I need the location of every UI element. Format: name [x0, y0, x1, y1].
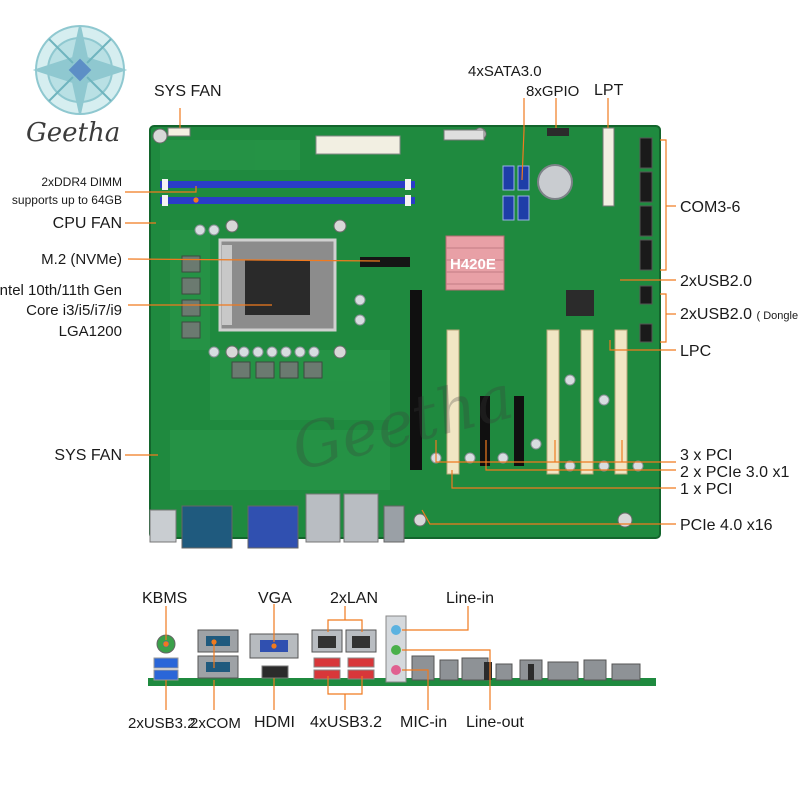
label-com2: 2xCOM	[190, 715, 241, 732]
label-pci1: 1 x PCI	[680, 481, 733, 498]
audio-line-in	[391, 625, 401, 635]
gpio-header	[547, 128, 569, 136]
atx-power-connector	[315, 135, 401, 155]
label-sata: 4xSATA3.0	[468, 63, 542, 80]
audio-line-out	[391, 645, 401, 655]
usb32-port-b	[153, 669, 179, 681]
hdmi-port	[261, 665, 289, 679]
label-hdmi: HDMI	[254, 714, 295, 731]
label-lpc: LPC	[680, 343, 712, 360]
leader-lines-board	[125, 98, 676, 525]
label-com: COM3-6	[680, 199, 741, 216]
usb32-red-4	[347, 669, 375, 680]
pcie-x1-slot-2	[514, 396, 524, 466]
label-cpu-line3: LGA1200	[58, 323, 122, 340]
label-sys-fan-top: SYS FAN	[154, 83, 222, 100]
brand-logo: Geetha	[20, 22, 140, 152]
label-gpio: 8xGPIO	[526, 83, 580, 100]
usb32-red-3	[347, 657, 375, 668]
audio-rear-port	[383, 505, 405, 543]
vga-rear-port	[247, 505, 299, 549]
sata-port-4	[517, 195, 530, 221]
label-sys-fan-bottom: SYS FAN	[54, 447, 122, 464]
chipset-heatsink	[445, 235, 505, 291]
logo-wordmark: Geetha	[26, 118, 121, 148]
logo-mandala-icon	[32, 25, 128, 115]
label-dimm-line1: 2xDDR4 DIMM	[41, 175, 122, 189]
label-lan: 2xLAN	[330, 590, 379, 607]
lan-rear-port-1	[305, 493, 341, 543]
com-header-6	[639, 239, 653, 271]
cmos-battery	[537, 164, 573, 200]
label-pci3: 3 x PCI	[680, 447, 733, 464]
sata-port-2	[517, 165, 530, 191]
com-rear-port	[181, 505, 233, 549]
sata-port-1	[502, 165, 515, 191]
pci-slot-1	[446, 329, 460, 475]
rear-io-panel	[148, 604, 656, 710]
label-line-in: Line-in	[446, 590, 495, 607]
ps2-rear-port	[149, 509, 177, 543]
label-pcie4: PCIe 4.0 x16	[680, 517, 773, 534]
pci-slot-2	[546, 329, 560, 475]
motherboard-photo	[149, 125, 661, 549]
chipset-marking: H420E	[450, 256, 496, 273]
pci-slot-4	[614, 329, 628, 475]
label-usb32-2: 2xUSB3.2	[128, 715, 196, 732]
m2-slot	[360, 257, 410, 267]
lan-rear-port-2	[343, 493, 379, 543]
label-m2: M.2 (NVMe)	[41, 251, 122, 268]
pcie-x16-slot	[410, 290, 422, 470]
label-dongle-note: ( Dongle )	[756, 310, 800, 322]
sys-fan-header-top	[167, 127, 191, 137]
label-vga: VGA	[258, 590, 292, 607]
dimm-slot-1	[160, 181, 415, 188]
usb20-dongle-header	[639, 323, 653, 343]
label-usb20: 2xUSB2.0	[680, 273, 753, 290]
label-usb32-4: 4xUSB3.2	[310, 714, 383, 731]
com-header-5	[639, 205, 653, 237]
audio-mic-in	[391, 665, 401, 675]
dimm-slot-2	[160, 197, 415, 204]
usb32-port-a	[153, 657, 179, 669]
pci-slot-3	[580, 329, 594, 475]
sata-port-3	[502, 195, 515, 221]
label-cpu-line1: Intel 10th/11th Gen	[0, 282, 122, 299]
label-line-out: Line-out	[466, 714, 524, 731]
label-lpt: LPT	[594, 82, 624, 99]
label-usb20-dongle-main: 2xUSB2.0	[680, 306, 753, 323]
usb32-red-2	[313, 669, 341, 680]
label-pcie3: 2 x PCIe 3.0 x1	[680, 464, 790, 481]
label-usb20-dongle: 2xUSB2.0 ( Dongle )	[680, 307, 800, 323]
label-dimm-line2: supports up to 64GB	[11, 193, 122, 207]
label-cpu-fan: CPU FAN	[52, 215, 122, 232]
usb32-red-1	[313, 657, 341, 668]
label-mic-in: MIC-in	[400, 714, 448, 731]
com-header-3	[639, 137, 653, 169]
pcie-x1-slot-1	[480, 396, 490, 466]
com-header-4	[639, 171, 653, 203]
label-kbms: KBMS	[142, 590, 188, 607]
label-cpu-line2: Core i3/i5/i7/i9	[26, 302, 122, 319]
usb20-header	[639, 285, 653, 305]
